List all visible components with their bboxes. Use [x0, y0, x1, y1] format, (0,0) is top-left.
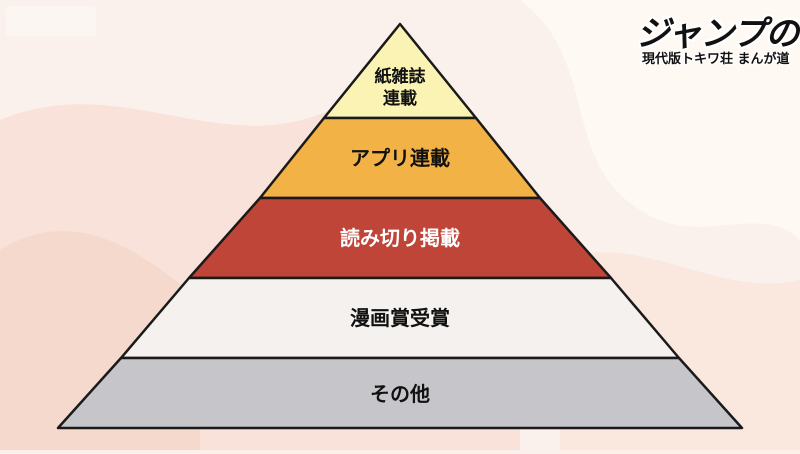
show-logo-subtitle: 現代版トキワ荘 まんが道 [642, 52, 790, 67]
pyramid-level-3-label: 読み切り掲載 [340, 226, 460, 250]
pyramid-level-4-label: 漫画賞受賞 [350, 306, 450, 330]
pyramid-level-2-label: アプリ連載 [350, 146, 450, 170]
show-logo: ジャンプの夢 現代版トキワ荘 まんが道 [632, 4, 800, 68]
pyramid-level-5 [56, 356, 744, 430]
corner-watermark [6, 6, 96, 36]
show-logo-title: ジャンプの夢 [636, 14, 800, 54]
pyramid-level-1-label: 紙雑誌 連載 [374, 67, 426, 109]
pyramid-level-5-label: その他 [370, 382, 430, 406]
